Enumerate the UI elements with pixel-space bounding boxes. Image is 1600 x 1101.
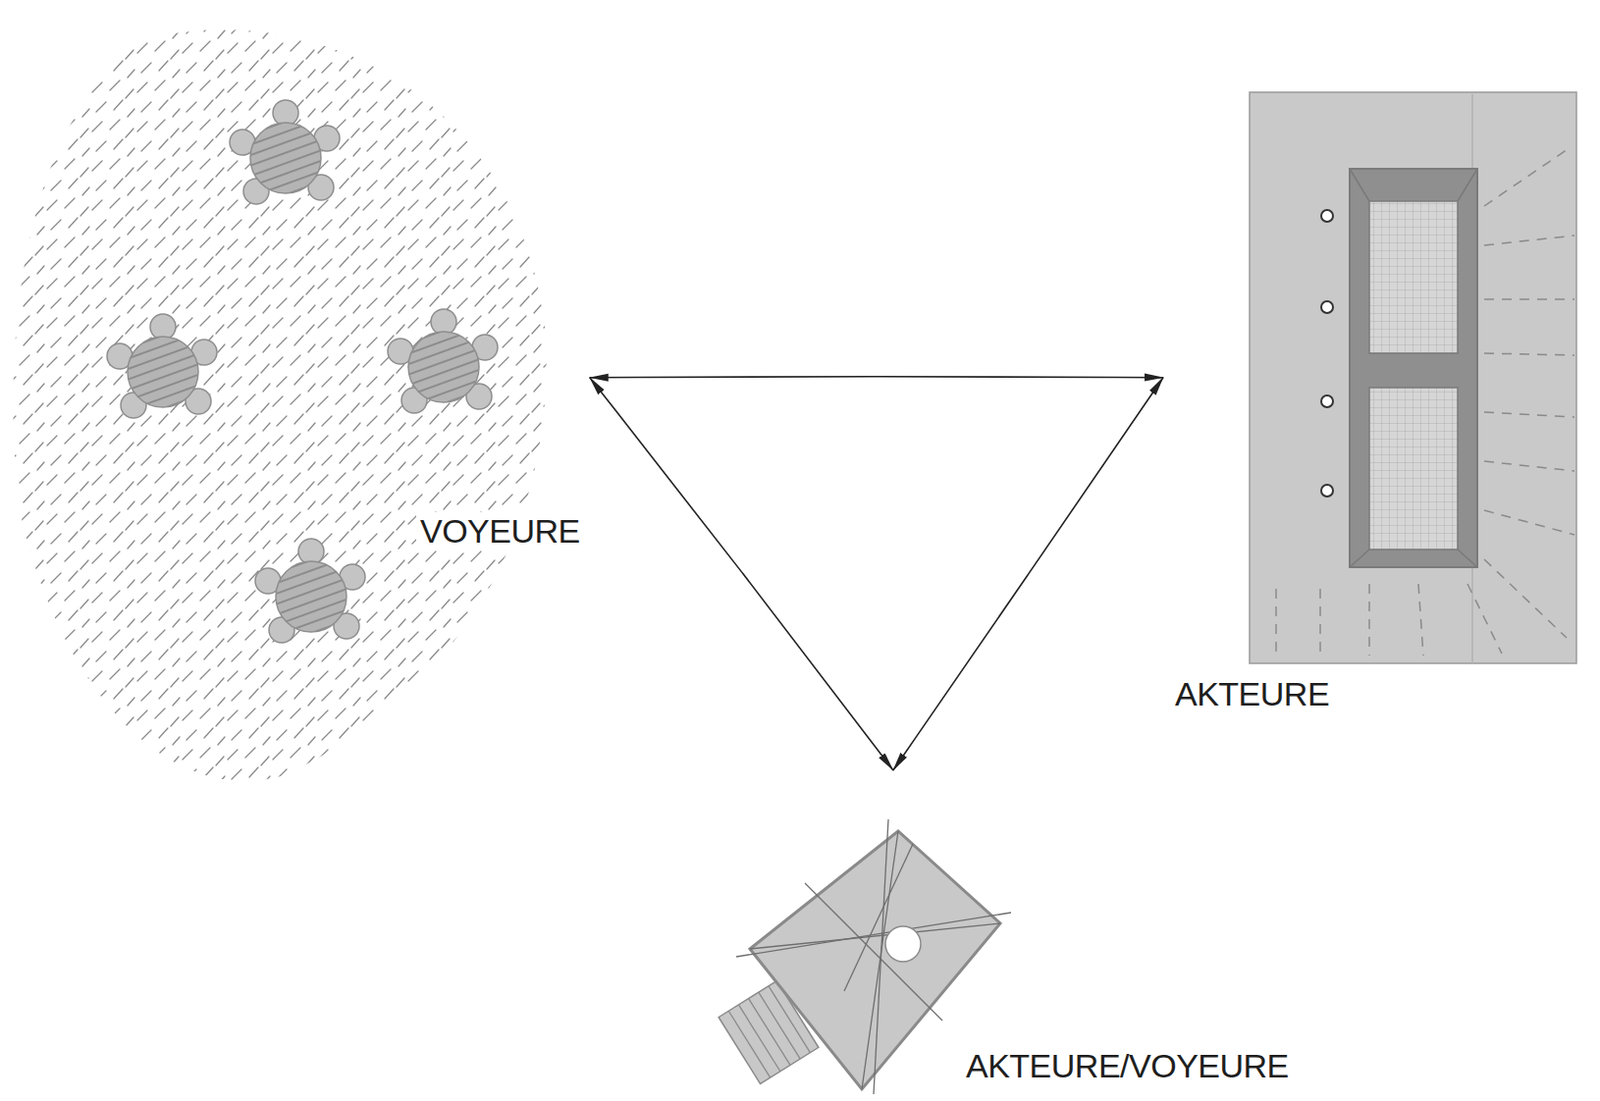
double-arrow [589,377,894,771]
illustration-node: VOYEURE [0,0,590,796]
audience-area [0,0,589,815]
node-label: VOYEURE [416,512,585,551]
double-arrow [589,376,1164,378]
node-label: AKTEURE [1171,675,1334,714]
double-arrow [893,377,1164,771]
illustration-node: AKTEURE/VOYEURE [716,770,1404,1095]
illustration-node: AKTEURE [1163,86,1581,720]
stage-plan [1249,92,1577,664]
node-label: AKTEURE/VOYEURE [961,1047,1293,1086]
